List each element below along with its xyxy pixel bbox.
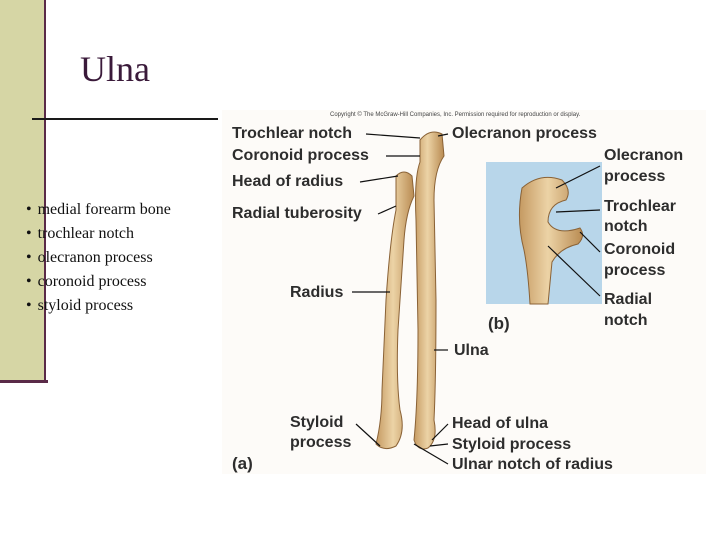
inset-label-radial-line1: Radial bbox=[604, 291, 653, 308]
inset-label-olecranon-line1: Olecranon bbox=[604, 147, 684, 164]
inset-label-coronoid-line2: process bbox=[604, 262, 666, 279]
bullet-list: medial forearm bone trochlear notch olec… bbox=[26, 198, 171, 318]
label-radius: Radius bbox=[290, 284, 344, 301]
label-ulna: Ulna bbox=[454, 342, 489, 359]
label-head-of-ulna: Head of ulna bbox=[452, 415, 549, 432]
inset-label-trochlear-line1: Trochlear bbox=[604, 198, 677, 215]
bullet-item: trochlear notch bbox=[26, 222, 171, 246]
label-trochlear-notch: Trochlear notch bbox=[232, 125, 353, 142]
label-head-of-radius: Head of radius bbox=[232, 173, 344, 190]
slide-title: Ulna bbox=[80, 49, 150, 89]
label-styloid-left-line2: process bbox=[290, 434, 352, 451]
label-styloid-left-line1: Styloid bbox=[290, 414, 344, 431]
label-radial-tuberosity: Radial tuberosity bbox=[232, 205, 362, 222]
label-part-b: (b) bbox=[488, 314, 510, 333]
label-coronoid-process: Coronoid process bbox=[232, 147, 369, 164]
copyright-notice: Copyright © The McGraw-Hill Companies, I… bbox=[330, 112, 581, 118]
bullet-item: medial forearm bone bbox=[26, 198, 171, 222]
inset-label-olecranon-line2: process bbox=[604, 168, 666, 185]
inset-label-radial-line2: notch bbox=[604, 312, 648, 329]
bullet-item: olecranon process bbox=[26, 246, 171, 270]
inset-label-trochlear-line2: notch bbox=[604, 218, 648, 235]
title-underline bbox=[32, 118, 218, 120]
label-part-a: (a) bbox=[232, 454, 253, 473]
inset-ulna-bone bbox=[518, 176, 584, 305]
side-accent-bar bbox=[0, 0, 46, 380]
side-accent-rule bbox=[0, 380, 48, 383]
label-ulnar-notch-of-radius: Ulnar notch of radius bbox=[452, 456, 613, 473]
bullet-item: styloid process bbox=[26, 294, 171, 318]
radius-bone bbox=[375, 171, 415, 450]
label-olecranon-process: Olecranon process bbox=[452, 125, 597, 142]
ulna-bone bbox=[413, 131, 445, 450]
inset-label-coronoid-line1: Coronoid bbox=[604, 241, 676, 258]
forearm-figure-panel bbox=[222, 110, 706, 474]
label-styloid-process-right: Styloid process bbox=[452, 436, 572, 453]
bullet-item: coronoid process bbox=[26, 270, 171, 294]
